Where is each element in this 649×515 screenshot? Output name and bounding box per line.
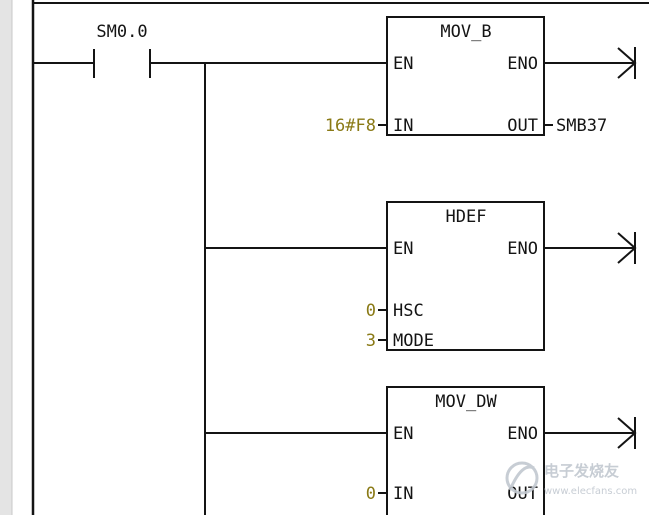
hdef-block[interactable]: HDEF EN ENO 0 HSC 3 MODE <box>205 201 637 351</box>
mov-b-out-pin: OUT <box>507 116 538 136</box>
mov-dw-title: MOV_DW <box>435 392 497 412</box>
watermark-logo: 电子发烧友 www.elecfans.com <box>505 461 637 497</box>
hdef-hsc-pin: HSC <box>393 301 424 321</box>
editor-gutter <box>0 0 12 515</box>
hdef-en-pin: EN <box>393 239 413 259</box>
hdef-box <box>386 201 545 351</box>
mov-b-in-operand[interactable]: 16#F8 <box>325 116 376 136</box>
hdef-mode-pin: MODE <box>393 331 434 351</box>
mov-dw-in-pin: IN <box>393 484 413 504</box>
mov-dw-en-pin: EN <box>393 424 413 444</box>
hdef-hsc-operand[interactable]: 0 <box>366 301 376 321</box>
mov-b-eno-pin: ENO <box>507 54 538 74</box>
mov-dw-in-operand[interactable]: 0 <box>366 484 376 504</box>
watermark-logo-text: 电子发烧友 <box>544 462 619 480</box>
contact-sm0-0[interactable]: SM0.0 <box>33 22 205 78</box>
watermark-emblem <box>505 461 539 495</box>
watermark-url: www.elecfans.com <box>544 486 637 497</box>
contact-address: SM0.0 <box>96 22 147 42</box>
mov-b-in-pin: IN <box>393 116 413 136</box>
mov-b-en-pin: EN <box>393 54 413 74</box>
mov-b-title: MOV_B <box>440 22 491 42</box>
mov-b-out-operand[interactable]: SMB37 <box>556 116 607 136</box>
hdef-title: HDEF <box>446 207 487 227</box>
mov-b-block[interactable]: MOV_B EN ENO 16#F8 IN OUT SMB37 <box>205 16 637 136</box>
watermark-emblem-swoosh <box>508 465 535 491</box>
hdef-eno-pin: ENO <box>507 239 538 259</box>
hdef-mode-operand[interactable]: 3 <box>366 331 376 351</box>
mov-b-box <box>386 16 545 136</box>
mov-dw-eno-pin: ENO <box>507 424 538 444</box>
